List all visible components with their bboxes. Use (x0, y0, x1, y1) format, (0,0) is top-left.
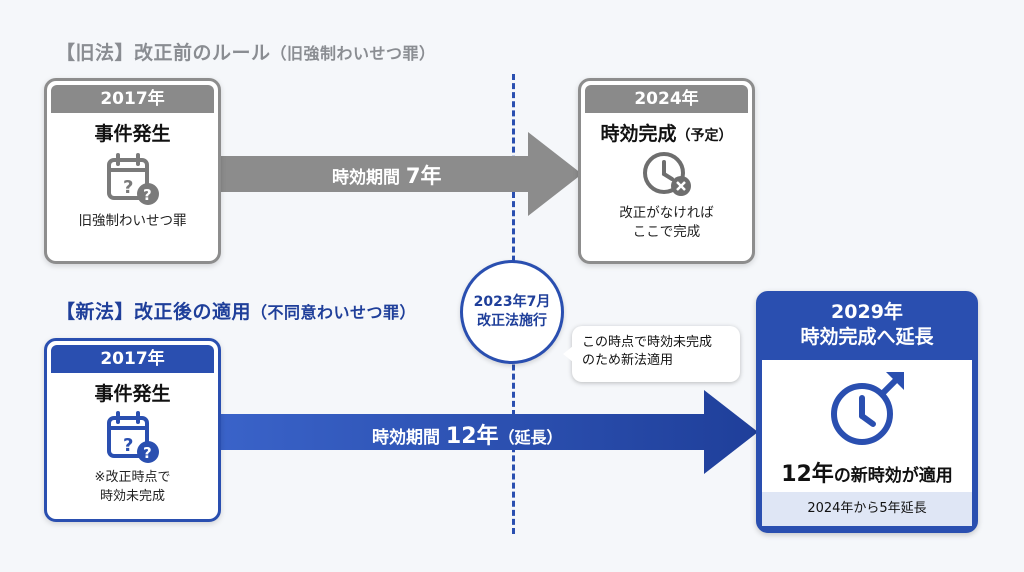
svg-text:?: ? (123, 177, 133, 198)
old-end-head: 時効完成（予定） (581, 119, 752, 146)
old-end-note-2: ここで完成 (632, 224, 701, 240)
clock-arrow-icon (762, 370, 972, 458)
new-end-body: 12年の新時効が適用 (762, 360, 972, 492)
new-end-main-text: の新時効が適用 (833, 466, 953, 486)
new-start-year: 2017年 (51, 345, 214, 373)
old-law-title-main: 【旧法】改正前のルール (56, 42, 271, 64)
new-start-head: 事件発生 (94, 383, 171, 405)
old-law-title: 【旧法】改正前のルール（旧強制わいせつ罪） (56, 38, 436, 65)
old-start-note: 旧強制わいせつ罪 (78, 213, 187, 229)
callout-bubble: この時点で時効未完成 のため新法適用 (563, 326, 740, 382)
new-law-end-card: 2029年 時効完成へ延長 12年の新時効が適用 2024年から5年延長 (756, 291, 978, 533)
new-end-footer: 2024年から5年延長 (762, 492, 972, 526)
svg-text:?: ? (123, 435, 133, 456)
old-law-arrow-label: 時効期間 7年 (332, 160, 442, 190)
svg-text:?: ? (143, 444, 152, 462)
new-law-start-card: 2017年 事件発生 ? ? ※改正時点で 時効未完成 (44, 338, 221, 522)
new-end-head: 時効完成へ延長 (800, 326, 934, 348)
new-law-arrow-text: 時効期間 (372, 428, 446, 448)
new-end-main: 12年の新時効が適用 (762, 456, 972, 488)
enforcement-date-badge: 2023年7月 改正法施行 (460, 260, 564, 364)
new-law-title-note: （不同意わいせつ罪） (251, 303, 417, 322)
calendar-question-icon: ? ? (47, 146, 218, 208)
old-end-head-text: 時効完成 (600, 123, 677, 145)
old-law-title-note: （旧強制わいせつ罪） (270, 44, 436, 63)
new-law-title: 【新法】改正後の適用（不同意わいせつ罪） (56, 297, 416, 324)
new-start-note-1: ※改正時点で (94, 470, 171, 485)
old-start-year: 2017年 (51, 85, 214, 113)
old-law-arrow-text: 時効期間 (332, 168, 406, 188)
new-law-arrow-note: （延長） (498, 428, 563, 447)
enforcement-date: 2023年7月 (473, 294, 551, 310)
new-law-arrow-label: 時効期間 12年（延長） (372, 418, 563, 450)
clock-cross-icon (581, 146, 752, 202)
old-end-year: 2024年 (585, 85, 748, 113)
enforcement-label: 改正法施行 (477, 313, 547, 329)
new-law-title-main: 【新法】改正後の適用 (56, 301, 252, 323)
new-start-note-2: 時効未完成 (99, 489, 165, 504)
old-law-end-card: 2024年 時効完成（予定） 改正がなければ ここで完成 (578, 78, 755, 264)
callout-line-2: のため新法適用 (582, 353, 674, 368)
new-end-header: 2029年 時効完成へ延長 (759, 294, 975, 360)
new-end-main-value: 12年 (781, 462, 834, 487)
new-end-year: 2029年 (831, 301, 903, 323)
new-law-arrow-value: 12年 (445, 424, 499, 449)
svg-text:?: ? (143, 186, 152, 204)
new-law-arrow (218, 390, 758, 474)
old-end-note-1: 改正がなければ (619, 205, 714, 221)
old-law-arrow-value: 7年 (405, 164, 442, 188)
old-end-head-note: （予定） (676, 128, 733, 144)
calendar-question-icon: ? ? (47, 406, 218, 464)
old-law-arrow (218, 132, 582, 216)
old-start-head: 事件発生 (94, 123, 171, 145)
callout-line-1: この時点で時効未完成 (582, 335, 713, 350)
old-law-start-card: 2017年 事件発生 ? ? 旧強制わいせつ罪 (44, 78, 221, 264)
